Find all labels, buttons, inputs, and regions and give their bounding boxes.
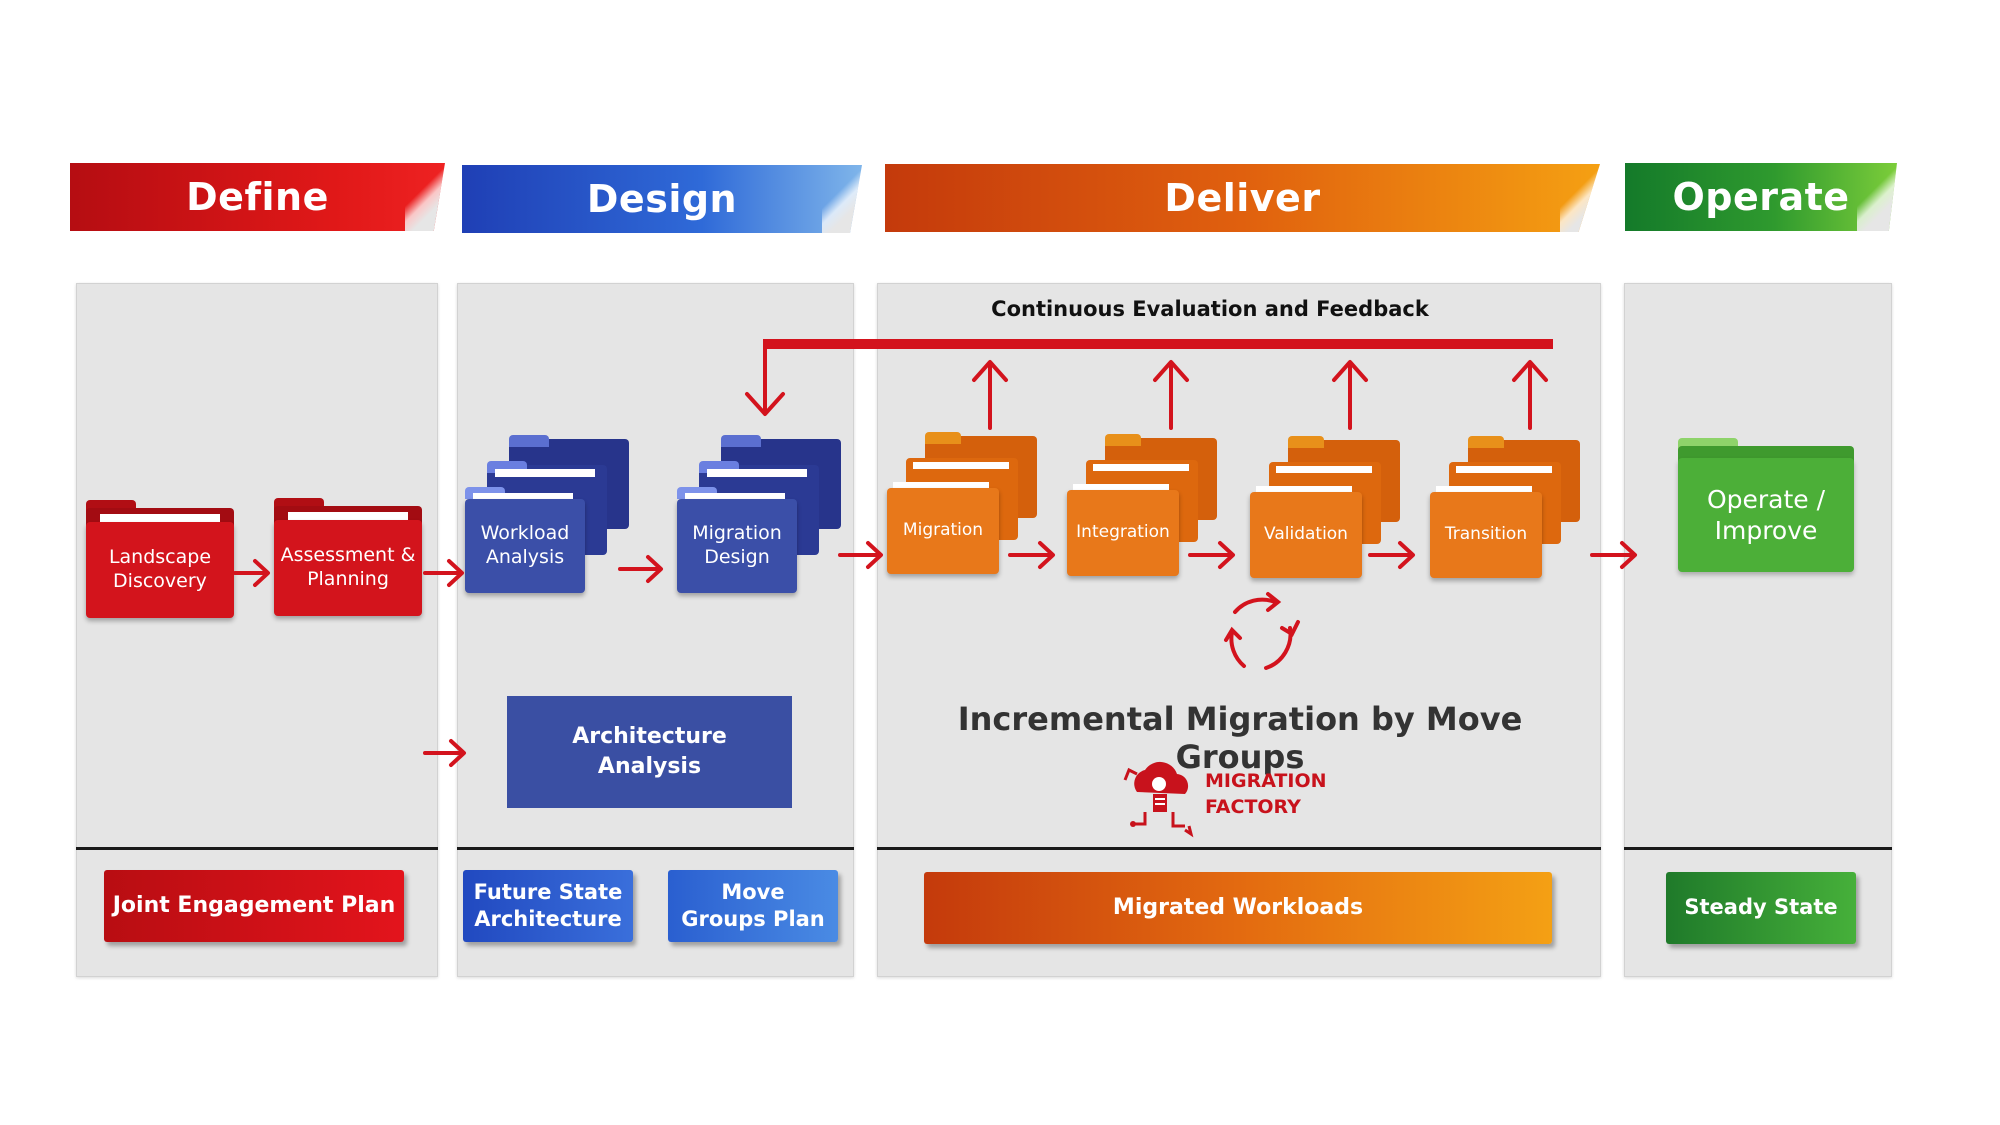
arrow-up-validation (1332, 360, 1368, 430)
phase-title-design: Design (586, 177, 738, 221)
step-label-transition: Transition (1430, 492, 1542, 578)
output-future-state-architecture: Future State Architecture (463, 870, 633, 942)
output-steady-state: Steady State (1666, 872, 1856, 944)
divider-deliver (877, 847, 1601, 850)
panel-define (76, 283, 438, 977)
feedback-bar (763, 339, 1553, 349)
panel-operate (1624, 283, 1892, 977)
folder-landscape-discovery: Landscape Discovery (86, 500, 234, 618)
folder-operate-improve: Operate / Improve (1678, 438, 1854, 574)
divider-design (457, 847, 854, 850)
arrow-landscape-to-assessment (233, 559, 270, 587)
folder-step-transition: Transition (1430, 436, 1585, 581)
folder-label-assessment: Assessment & Planning (274, 520, 422, 616)
phase-title-operate: Operate (1672, 175, 1850, 219)
divider-define (76, 847, 438, 850)
incremental-migration-title: Incremental Migration by Move Groups (957, 700, 1523, 776)
output-migrated-workloads: Migrated Workloads (924, 872, 1552, 944)
factory-line2: FACTORY (1205, 796, 1301, 818)
arrow-assessment-to-design (423, 559, 464, 587)
step-label-migration: Migration (887, 488, 999, 574)
folder-step-validation: Validation (1250, 436, 1405, 581)
cycle-icon (1224, 592, 1300, 670)
folder-label-landscape: Landscape Discovery (86, 522, 234, 618)
panel-design (457, 283, 854, 977)
cloud-factory-icon (1123, 761, 1194, 838)
arrow-migration-to-integration (1008, 541, 1055, 569)
arrow-feedback-down (745, 343, 785, 416)
arrow-validation-to-transition (1368, 541, 1415, 569)
output-move-groups-plan: Move Groups Plan (668, 870, 838, 942)
folder-step-migration: Migration (887, 432, 1042, 577)
factory-line1: MIGRATION (1205, 770, 1327, 792)
arrow-design-to-deliver (838, 541, 883, 569)
folder-migration-design: Migration Design (677, 435, 847, 595)
architecture-analysis-box: Architecture Analysis (507, 696, 792, 808)
panel-deliver (877, 283, 1601, 977)
arrow-up-migration (972, 360, 1008, 430)
folder-assessment-planning: Assessment & Planning (274, 498, 422, 616)
folder-label-workload: Workload Analysis (465, 499, 585, 593)
arrow-up-transition (1512, 360, 1548, 430)
step-label-validation: Validation (1250, 492, 1362, 578)
output-joint-engagement-plan: Joint Engagement Plan (104, 870, 404, 942)
arrow-up-integration (1153, 360, 1189, 430)
folder-step-integration: Integration (1067, 434, 1222, 579)
phase-banner-define: Define (70, 163, 445, 231)
phase-title-deliver: Deliver (1164, 176, 1321, 220)
arrow-to-architecture (423, 739, 466, 767)
phase-banner-operate: Operate (1625, 163, 1897, 231)
feedback-label: Continuous Evaluation and Feedback (991, 297, 1429, 321)
folder-label-migration-design: Migration Design (677, 499, 797, 593)
arrow-workload-to-migration-design (618, 555, 663, 583)
step-label-integration: Integration (1067, 490, 1179, 576)
migration-factory-logo: MIGRATION FACTORY (1115, 750, 1345, 840)
divider-operate (1624, 847, 1892, 850)
phase-banner-design: Design (462, 165, 862, 233)
folder-label-operate: Operate / Improve (1678, 458, 1854, 572)
arrow-deliver-to-operate (1590, 541, 1637, 569)
phase-banner-deliver: Deliver (885, 164, 1600, 232)
phase-title-define: Define (186, 175, 329, 219)
arrow-integration-to-validation (1188, 541, 1235, 569)
folder-workload-analysis: Workload Analysis (465, 435, 635, 595)
